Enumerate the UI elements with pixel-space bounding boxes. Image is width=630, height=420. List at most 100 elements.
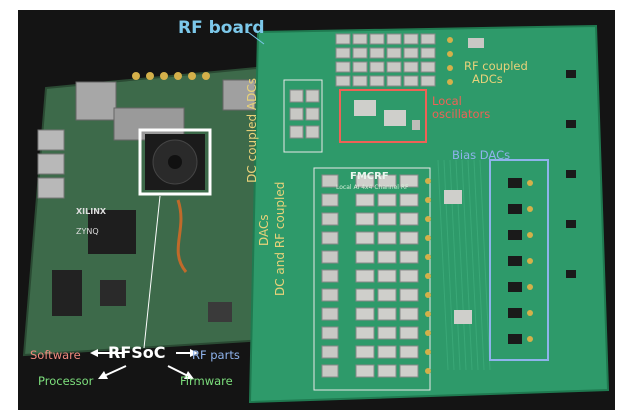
rf-adc-shield xyxy=(386,33,402,45)
rf-adc-shield xyxy=(352,75,368,87)
dac-shield xyxy=(321,307,339,321)
dac-shield xyxy=(399,269,419,283)
bias-dacs-label: Bias DACs xyxy=(452,148,511,162)
sma-connector xyxy=(425,330,431,336)
sma-connector xyxy=(425,178,431,184)
local-oscillators-line1: Local xyxy=(432,94,462,108)
dac-shield xyxy=(399,288,419,302)
pcb-trace xyxy=(461,159,473,371)
rf-adc-shield xyxy=(403,33,419,45)
sma-connector xyxy=(527,258,533,264)
sma-connector xyxy=(425,197,431,203)
rfsoc-highlight-box xyxy=(138,128,212,196)
dac-shield xyxy=(321,231,339,245)
metal-shield xyxy=(222,79,256,111)
dac-shield xyxy=(377,307,397,321)
rf-parts-label: RF parts xyxy=(192,348,240,362)
sma-connector xyxy=(527,310,533,316)
lo-shield xyxy=(384,110,406,126)
rf-adc-shield xyxy=(403,47,419,59)
ic-chip xyxy=(566,120,576,128)
dac-shield xyxy=(321,326,339,340)
dc-adc-shield xyxy=(305,89,320,103)
dac-shield xyxy=(355,364,375,378)
metal-shield xyxy=(75,81,117,121)
dac-shield xyxy=(355,174,375,188)
ic-chip xyxy=(208,302,232,322)
local-oscillators-line2: oscillators xyxy=(432,107,491,122)
dc-coupled-adcs-label: DC coupled ADCs xyxy=(245,78,259,183)
rf-adc-shield xyxy=(335,75,351,87)
sma-connector xyxy=(202,72,210,80)
zynq-chip xyxy=(88,210,136,254)
dac-shield xyxy=(355,345,375,359)
arrow-firmware-head xyxy=(184,371,194,379)
dac-shield xyxy=(399,364,419,378)
dac-shield xyxy=(399,250,419,264)
dc-adc-shield xyxy=(289,107,304,121)
dac-shield xyxy=(399,212,419,226)
bias-dac-chip xyxy=(508,204,522,214)
dac-shield xyxy=(399,345,419,359)
processor-label: Processor xyxy=(38,374,94,388)
pcb-trace xyxy=(479,159,491,371)
fan-hub xyxy=(168,155,182,169)
shield-can xyxy=(454,310,472,324)
dac-shield xyxy=(377,231,397,245)
dac-shield xyxy=(321,212,339,226)
dac-shield xyxy=(399,231,419,245)
rf-adc-shield xyxy=(369,33,385,45)
lo-shield xyxy=(354,100,376,116)
rf-adc-shield xyxy=(352,33,368,45)
local-oscillators-label: Local oscillators xyxy=(432,94,491,122)
sma-connector xyxy=(447,51,453,57)
chip-brand-silkscreen: XILINX xyxy=(76,207,107,216)
rf-adc-shield xyxy=(352,61,368,73)
sma-connector xyxy=(425,273,431,279)
board-name-silkscreen: FMCRF xyxy=(350,171,389,182)
rf-adc-shield xyxy=(386,47,402,59)
ic-chip xyxy=(566,270,576,278)
bias-dac-chip xyxy=(508,308,522,318)
arrow-processor xyxy=(103,365,127,377)
dac-shield xyxy=(399,307,419,321)
bias-dac-box xyxy=(489,159,549,361)
rf-coupled-adcs-label: RF coupled ADCs xyxy=(464,59,528,87)
sma-connector xyxy=(425,311,431,317)
lo-shield xyxy=(412,120,420,130)
sma-connector xyxy=(425,349,431,355)
sma-connector xyxy=(527,232,533,238)
dac-shield xyxy=(321,250,339,264)
rf-adc-shield xyxy=(369,75,385,87)
arrow-rf-parts-head xyxy=(190,349,198,357)
rf-adc-shield xyxy=(335,61,351,73)
ic-chip xyxy=(566,170,576,178)
dac-shield xyxy=(377,193,397,207)
firmware-label: Firmware xyxy=(180,374,233,388)
sma-connector xyxy=(160,72,168,80)
sma-connector xyxy=(188,72,196,80)
sma-connector xyxy=(425,254,431,260)
header-block xyxy=(52,270,82,316)
dac-shield xyxy=(377,345,397,359)
dac-shield xyxy=(377,326,397,340)
rf-adc-shield xyxy=(420,47,436,59)
dac-shield xyxy=(355,288,375,302)
bias-dac-chip xyxy=(508,256,522,266)
bias-dac-chip xyxy=(508,178,522,188)
sma-connector xyxy=(527,284,533,290)
sma-connector xyxy=(527,336,533,342)
sma-connector xyxy=(146,72,154,80)
rf-adc-shield xyxy=(335,47,351,59)
dac-shield xyxy=(355,250,375,264)
sma-connector xyxy=(425,216,431,222)
arrow-processor-head xyxy=(98,371,108,379)
rf-adc-shield xyxy=(369,61,385,73)
pcb-trace xyxy=(437,159,449,371)
dac-shield xyxy=(399,174,419,188)
rf-adc-shield xyxy=(386,75,402,87)
dc-adc-outline xyxy=(283,79,323,153)
rf-adc-shield xyxy=(352,47,368,59)
ic-chip xyxy=(100,280,126,306)
rf-coupled-adcs-line2: ADCs xyxy=(472,72,503,87)
